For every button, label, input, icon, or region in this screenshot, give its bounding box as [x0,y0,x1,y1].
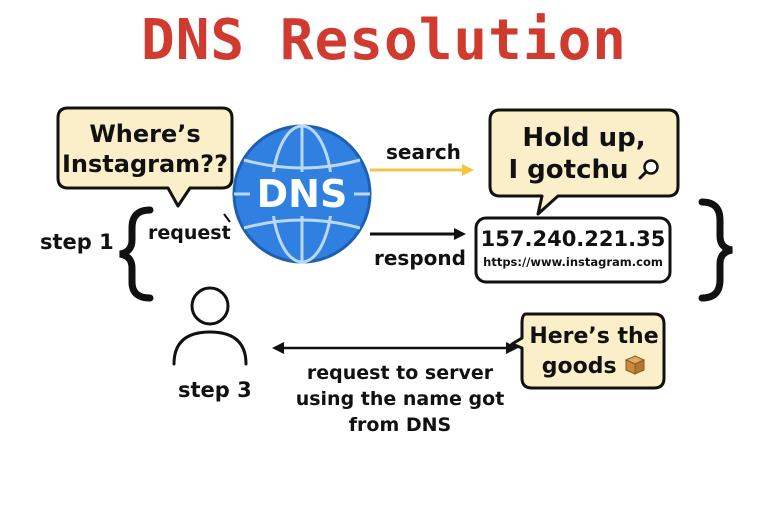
respond-arrow [370,228,466,240]
search-arrow [370,164,474,176]
right-brace [698,198,733,302]
goods-line-2: goods [542,352,647,382]
magnifier-icon [638,159,659,180]
dns-reply-bubble [488,108,680,216]
globe-icon [232,124,372,264]
search-label: search [386,140,461,164]
package-icon [625,355,646,375]
goods-line-1: Here’s the [529,324,659,349]
result-url: https://www.instagram.com [483,255,663,269]
question-line-2: Instagram?? [61,150,229,178]
result-box [474,216,672,284]
request-tick [223,213,231,223]
goods-bubble-text: Here’s the goods [524,318,664,386]
server-request-line-2: using the name got [295,388,505,410]
server-request-line-1: request to server [306,362,494,384]
result-text: 157.240.221.35 https://www.instagram.com [478,226,668,272]
dns-reply-line-1: Hold up, [522,123,646,153]
respond-label: respond [374,246,466,270]
ip-address: 157.240.221.35 [480,227,666,251]
request-label: request [148,222,231,244]
left-brace [119,206,154,302]
question-line-1: Where’s [89,120,201,148]
server-request-line-3: from DNS [348,414,452,436]
dns-reply-text: Hold up, I gotchu [492,114,676,194]
server-request-text: request to server using the name got fro… [282,360,518,438]
user-icon [172,286,248,366]
server-request-arrow [272,342,518,354]
question-bubble [56,106,234,208]
dns-label: DNS [256,172,348,216]
page-title: DNS Resolution [140,8,627,73]
step-1-label: step 1 [40,230,114,254]
question-bubble-text: Where’s Instagram?? [60,112,230,186]
dns-reply-line-2: I gotchu [508,154,659,186]
step-3-label: step 3 [178,378,252,402]
